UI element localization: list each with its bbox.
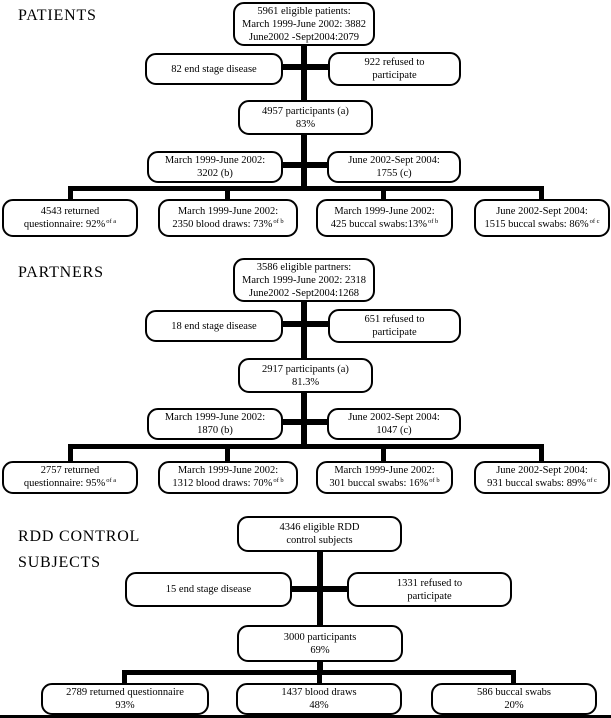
connector-distributor [68,444,544,449]
participants-box: 3000 participants 69% [237,625,403,662]
eligible-box: 5961 eligible patients: March 1999-June … [233,2,375,46]
blood-draws-box: 1437 blood draws 48% [236,683,402,715]
buccal-swabs-early-box: March 1999-June 2002: 301 buccal swabs: … [316,461,453,494]
refused-box: 1331 refused to participate [347,572,512,607]
superscript-note: of b [427,217,439,225]
connector-trunk [317,550,323,674]
refused-box: 651 refused to participate [328,309,461,343]
end-stage-box: 15 end stage disease [125,572,292,607]
connector-drop-1 [68,444,73,462]
connector-drop-4 [539,186,544,200]
connector-drop-1 [122,670,127,684]
refused-box: 922 refused to participate [328,52,461,86]
connector-cross-exclusions [265,321,345,327]
section-label-rdd: RDD CONTROL SUBJECTS [18,528,141,571]
superscript-note: of a [106,217,117,225]
superscript-note: of b [429,477,440,484]
end-stage-box: 82 end stage disease [145,53,283,85]
superscript-note: of b [273,477,284,484]
period-early-box: March 1999-June 2002: 1870 (b) [147,408,283,440]
connector-cross-exclusions [265,64,345,70]
superscript-note: of b [273,217,284,225]
superscript-note: of c [586,477,597,484]
blood-draws-box: March 1999-June 2002: 2350 blood draws: … [158,199,298,237]
connector-distributor [68,186,544,191]
period-late-box: June 2002-Sept 2004: 1755 (c) [327,151,461,183]
superscript-note: of a [106,477,117,484]
connector-drop-2 [225,444,230,462]
blood-draws-box: March 1999-June 2002: 1312 blood draws: … [158,461,298,494]
eligible-box: 4346 eligible RDD control subjects [237,516,402,552]
connector-cross-periods [265,419,345,425]
participants-box: 2917 participants (a) 81.3% [238,358,373,393]
participants-box: 4957 participants (a) 83% [238,100,373,135]
questionnaire-box: 2757 returned questionnaire: 95%of a [2,461,138,494]
connector-drop-3 [511,670,516,684]
connector-drop-3 [381,186,386,200]
connector-drop-1 [68,186,73,200]
bottom-rule [0,715,611,718]
connector-drop-2 [317,670,322,684]
buccal-swabs-late-box: June 2002-Sept 2004: 931 buccal swabs: 8… [474,461,610,494]
buccal-swabs-late-box: June 2002-Sept 2004: 1515 buccal swabs: … [474,199,610,237]
period-late-box: June 2002-Sept 2004: 1047 (c) [327,408,461,440]
connector-drop-3 [381,444,386,462]
end-stage-box: 18 end stage disease [145,310,283,342]
superscript-note: of c [589,217,600,225]
buccal-swabs-box: 586 buccal swabs 20% [431,683,597,715]
period-early-box: March 1999-June 2002: 3202 (b) [147,151,283,183]
section-label-partners: PARTNERS [18,264,104,281]
questionnaire-box: 4543 returned questionnaire: 92%of a [2,199,138,237]
buccal-swabs-early-box: March 1999-June 2002: 425 buccal swabs:1… [316,199,453,237]
connector-cross-periods [265,162,345,168]
eligible-box: 3586 eligible partners: March 1999-June … [233,258,375,302]
connector-drop-4 [539,444,544,462]
connector-drop-2 [225,186,230,200]
section-label-patients: PATIENTS [18,7,97,24]
questionnaire-box: 2789 returned questionnaire 93% [41,683,209,715]
connector-cross-exclusions [280,586,360,592]
